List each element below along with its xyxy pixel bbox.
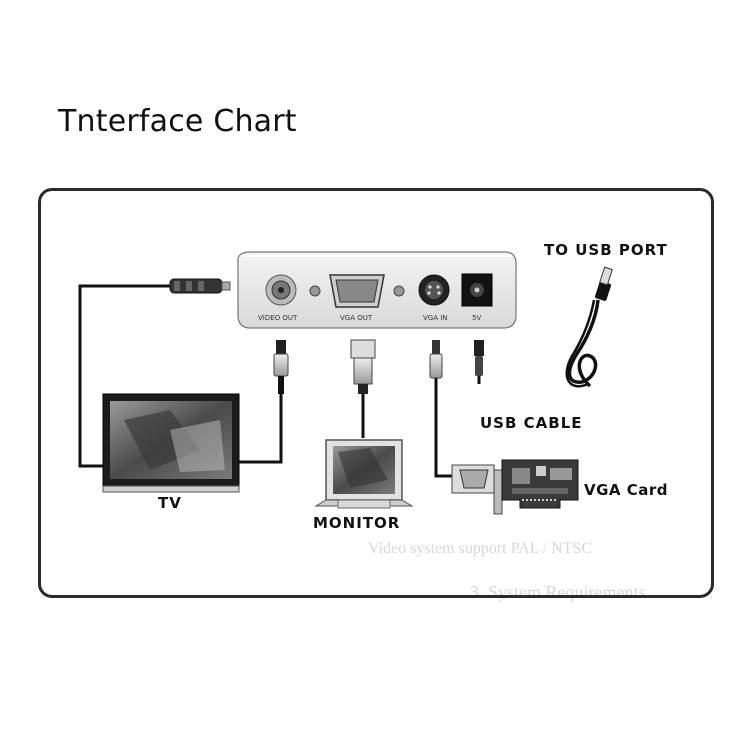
monitor-icon [314,439,414,509]
usb-cable-label: USB CABLE [480,414,583,432]
tv-cable [78,278,231,468]
page-title: Tnterface Chart [58,104,297,139]
monitor-cable [350,339,376,438]
to-usb-port-label: TO USB PORT [544,241,668,259]
converter-box: VIDEO OUT VGA OUT VGA IN 5V [237,251,517,329]
monitor-label: MONITOR [313,514,401,532]
diagram-frame [38,188,714,598]
vga-out-label: VGA OUT [340,314,373,322]
tv-icon [102,393,240,493]
vga-card-icon [451,459,579,515]
vga-in-label: VGA IN [423,314,448,322]
vga-card-label: VGA Card [584,481,669,499]
power-label: 5V [472,314,481,322]
video-out-port [265,274,297,306]
power-port [461,273,493,307]
vga-in-port [418,274,450,306]
rca-cable [238,340,289,464]
vga-card-cable [429,340,452,478]
video-out-label: VIDEO OUT [258,314,298,322]
bleed-through-line-1: Video system support PAL / NTSC [368,540,593,557]
usb-cable [474,266,613,388]
vga-out-port [309,274,405,308]
tv-label: TV [158,494,182,512]
